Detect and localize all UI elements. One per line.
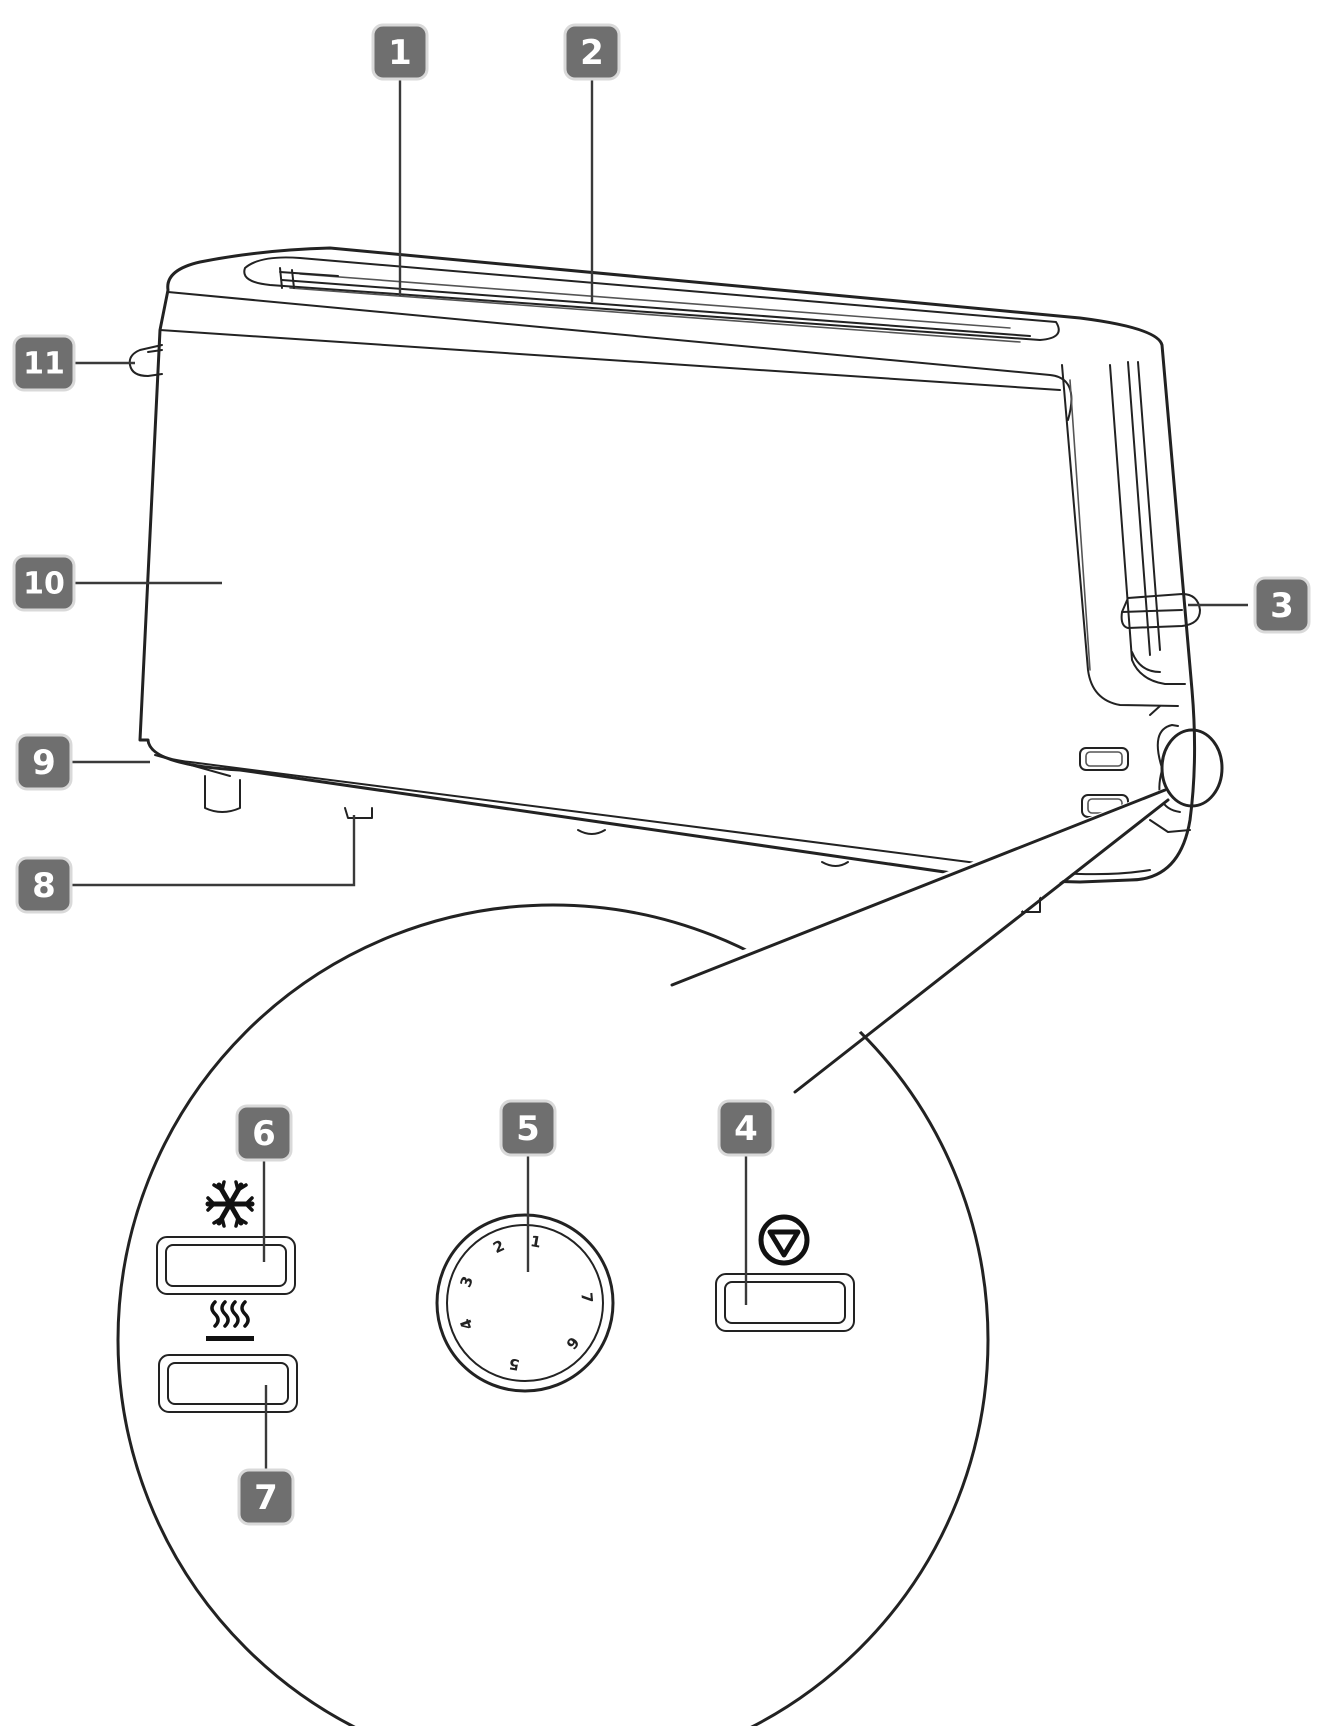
svg-text:5: 5 <box>516 1109 540 1149</box>
callout-2: 2 <box>565 25 619 79</box>
callout-6: 6 <box>237 1106 291 1160</box>
svg-text:10: 10 <box>23 567 65 602</box>
callout-11: 11 <box>14 336 74 390</box>
svg-text:8: 8 <box>32 866 56 906</box>
dial-number-4: 4 <box>456 1316 476 1332</box>
callout-7: 7 <box>239 1470 293 1524</box>
svg-text:7: 7 <box>254 1478 278 1518</box>
dial-number-5: 5 <box>507 1354 520 1374</box>
zoom-detail <box>118 788 1170 1726</box>
callout-10: 10 <box>14 556 74 610</box>
dial-number-2: 2 <box>490 1236 507 1257</box>
dial-number-1: 1 <box>529 1232 542 1252</box>
callout-4: 4 <box>719 1101 773 1155</box>
callout-9: 9 <box>17 735 71 789</box>
heat-waves-icon <box>206 1302 254 1341</box>
callout-1: 1 <box>373 25 427 79</box>
dial-number-6: 6 <box>562 1333 582 1353</box>
stop-triangle-icon <box>761 1217 807 1263</box>
callout-8: 8 <box>17 858 71 912</box>
callout-3: 3 <box>1255 578 1309 632</box>
svg-text:11: 11 <box>23 347 65 382</box>
toaster-body <box>130 248 1222 912</box>
dial-number-7: 7 <box>577 1292 596 1304</box>
svg-text:9: 9 <box>32 743 56 783</box>
snowflake-icon <box>208 1182 252 1226</box>
dial-number-3: 3 <box>456 1274 476 1290</box>
svg-text:6: 6 <box>252 1114 276 1154</box>
leader-lines <box>72 72 1248 1490</box>
svg-text:1: 1 <box>388 33 412 73</box>
callout-5: 5 <box>501 1101 555 1155</box>
svg-text:3: 3 <box>1270 586 1294 626</box>
dial-numbers: 1 2 3 4 5 6 7 <box>456 1232 596 1374</box>
svg-text:2: 2 <box>580 33 604 73</box>
svg-text:4: 4 <box>734 1109 758 1149</box>
